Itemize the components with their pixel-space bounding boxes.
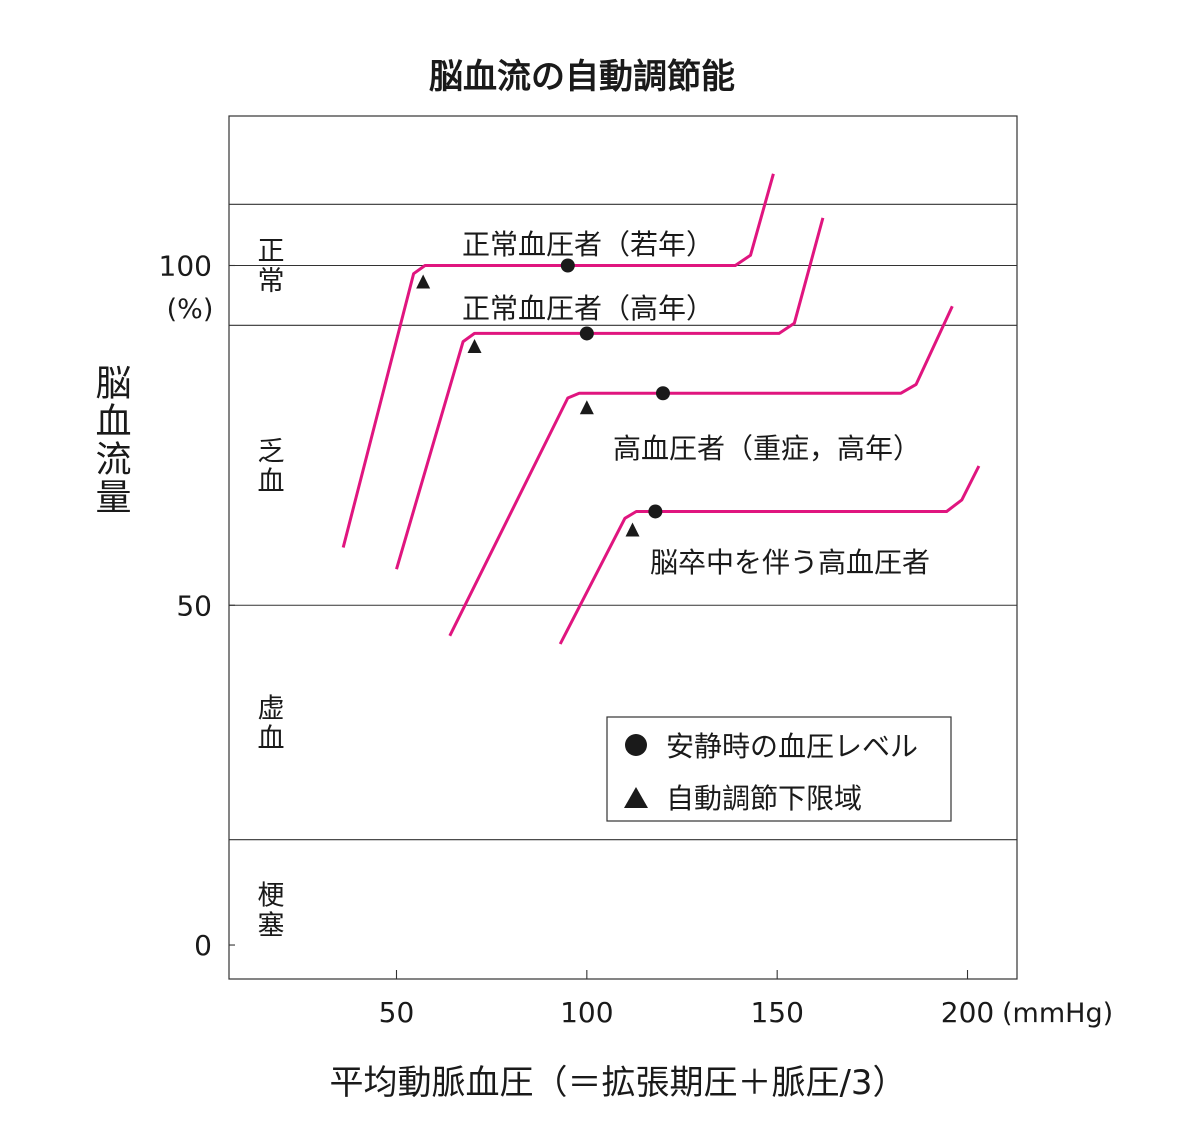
series-line	[395, 217, 825, 570]
lower-limit-marker	[625, 522, 640, 537]
x-axis-ticks: 50 100 150 200	[379, 970, 994, 1029]
resting-level-marker	[579, 326, 594, 341]
series-label: 脳卒中を伴う高血圧者	[650, 546, 930, 579]
resting-level-marker	[655, 386, 670, 401]
zone-label: 梗	[258, 880, 285, 911]
zone-label: 正	[258, 236, 285, 267]
x-axis-label: 平均動脈血圧（＝拡張期圧＋脈圧/3）	[329, 1063, 906, 1103]
lower-limit-marker	[467, 339, 482, 354]
y-tick-label: 100	[159, 249, 212, 282]
y-axis-label: 脳血流量	[90, 364, 131, 516]
legend: 安静時の血圧レベル 自動調節下限域	[606, 716, 952, 822]
grid-lines	[229, 203, 1017, 841]
legend-label-lower-limit: 自動調節下限域	[666, 782, 862, 815]
zone-label: 血	[258, 466, 285, 497]
series-label: 正常血圧者（高年）	[462, 292, 714, 325]
plot-frame	[228, 115, 1018, 980]
zone-label: 虚	[258, 693, 285, 724]
x-tick-label: 50	[379, 996, 415, 1029]
resting-level-marker	[560, 258, 575, 273]
series-line	[558, 465, 981, 645]
x-tick-label: 100	[560, 996, 613, 1029]
lower-limit-marker	[579, 400, 594, 415]
x-tick-label: 150	[750, 996, 803, 1029]
legend-box	[606, 716, 952, 822]
y-tick-label: 0	[194, 929, 212, 962]
x-tick-label: 200	[941, 996, 994, 1029]
zone-label: 常	[258, 266, 285, 297]
series-line	[448, 305, 954, 637]
y-axis-ticks: 0 50 100	[159, 249, 235, 962]
series-label: 正常血圧者（若年）	[462, 228, 714, 261]
y-tick-label: 50	[176, 589, 212, 622]
lower-limit-marker	[416, 274, 431, 289]
series-group: 正常血圧者（若年） 正常血圧者（高年） 高血圧者（重症，高年） 脳卒中を伴う高血圧者	[341, 173, 981, 645]
zone-label: 塞	[258, 910, 285, 941]
y-axis-unit: (%)	[167, 294, 214, 325]
series-line	[341, 173, 775, 548]
legend-circle-marker	[625, 734, 647, 756]
legend-label-resting: 安静時の血圧レベル	[666, 730, 918, 763]
series-label: 高血圧者（重症，高年）	[613, 432, 921, 465]
zone-label: 乏	[258, 436, 285, 467]
x-axis-unit: (mmHg)	[1002, 998, 1113, 1029]
legend-triangle-marker	[624, 787, 648, 808]
resting-level-marker	[648, 504, 663, 519]
chart-title: 脳血流の自動調節能	[429, 57, 735, 97]
zone-label: 血	[258, 723, 285, 754]
